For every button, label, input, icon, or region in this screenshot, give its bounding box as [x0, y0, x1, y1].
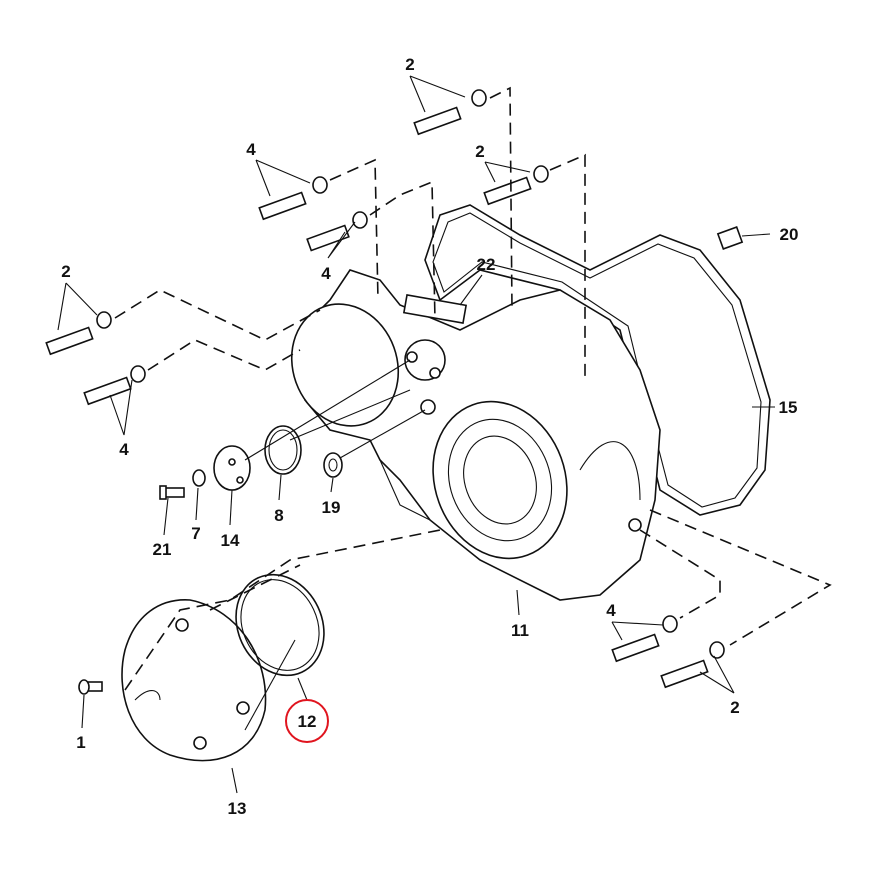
callout-4[interactable]: 4: [119, 440, 129, 459]
dowel-20[interactable]: [716, 226, 744, 250]
callout-20[interactable]: 20: [780, 225, 799, 244]
callout-14[interactable]: 14: [221, 531, 240, 550]
callout-4[interactable]: 4: [246, 140, 256, 159]
screw-1[interactable]: [78, 679, 103, 695]
primary-cover-11[interactable]: [275, 269, 661, 601]
leader-lines: [57, 75, 775, 794]
callout-2[interactable]: 2: [475, 142, 484, 161]
callout-19[interactable]: 19: [322, 498, 341, 517]
callout-2[interactable]: 2: [730, 698, 739, 717]
o-ring-12[interactable]: [220, 560, 340, 690]
callout-8[interactable]: 8: [274, 506, 283, 525]
callout-13[interactable]: 13: [228, 799, 247, 818]
highlight-circle: [285, 699, 329, 743]
inspection-plug-14[interactable]: [213, 445, 251, 491]
screw-21[interactable]: [159, 485, 185, 500]
gasket-15[interactable]: [424, 204, 771, 516]
callout-1[interactable]: 1: [76, 733, 85, 752]
callout-21[interactable]: 21: [153, 540, 172, 559]
callout-11[interactable]: 11: [511, 621, 529, 640]
assembly-solid-lines: [244, 359, 426, 731]
callout-4[interactable]: 4: [606, 601, 616, 620]
callout-15[interactable]: 15: [779, 398, 798, 417]
callout-12[interactable]: 12: [298, 712, 317, 731]
callout-7[interactable]: 7: [191, 524, 200, 543]
washer-7[interactable]: [192, 469, 206, 487]
callout-labels: 2 4 2 20 22 4 2 4 15 21 7 14 8 19 11 4 2…: [61, 55, 798, 818]
bushing-19[interactable]: [323, 452, 343, 478]
callout-4[interactable]: 4: [321, 264, 331, 283]
callout-2[interactable]: 2: [405, 55, 414, 74]
o-ring-8[interactable]: [264, 425, 302, 475]
bolts: [45, 89, 725, 689]
derby-cover-13[interactable]: [121, 599, 267, 762]
callout-22[interactable]: 22: [477, 255, 496, 274]
assembly-dash-lines: [114, 86, 832, 691]
callout-2[interactable]: 2: [61, 262, 70, 281]
